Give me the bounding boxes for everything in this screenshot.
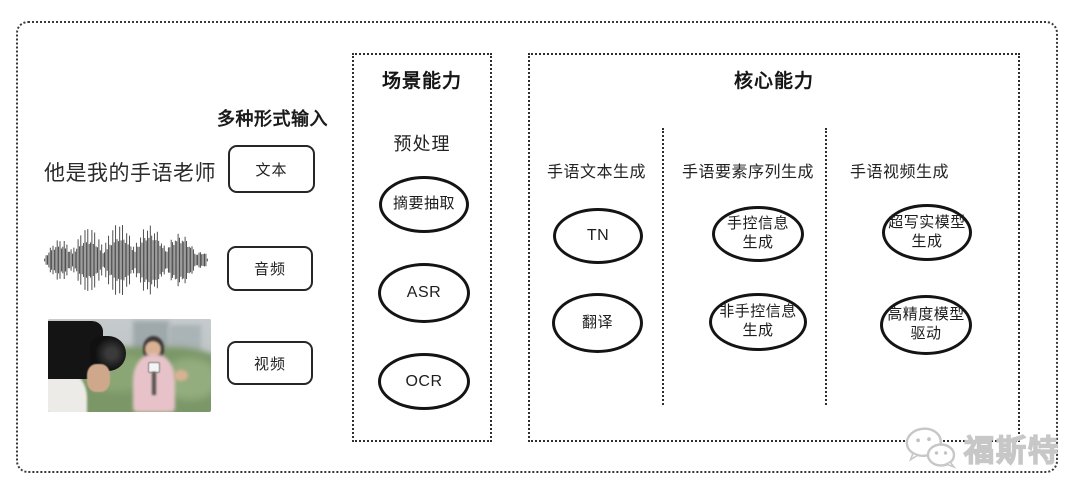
node-label: TN — [586, 227, 610, 244]
node-label: 超写实模型 生成 — [888, 213, 966, 250]
node-label: 摘要抽取 — [392, 195, 455, 213]
input-heading: 多种形式输入 — [217, 109, 328, 129]
preprocess-label: 预处理 — [393, 134, 451, 154]
node-ocr: OCR — [378, 353, 470, 410]
node-non-manual-info-generation: 非手控信息 生成 — [709, 293, 807, 351]
video-input-label: 视频 — [253, 355, 286, 373]
watermark-text: 福斯特 — [963, 434, 1060, 468]
microphone-handle — [151, 372, 157, 396]
node-label: 高精度模型 驱动 — [887, 306, 965, 342]
node-label: 翻译 — [581, 313, 613, 331]
reporter-face — [144, 341, 162, 358]
column-header-video-generation: 手语视频生成 — [850, 164, 950, 181]
outer-dotted-frame — [16, 21, 1058, 473]
cameraman-arm — [87, 363, 110, 392]
column-header-element-sequence: 手语要素序列生成 — [682, 164, 815, 181]
column-header-text-generation: 手语文本生成 — [547, 164, 647, 181]
audio-waveform-icon — [44, 225, 208, 295]
node-hyperrealistic-model-generation: 超写实模型 生成 — [882, 204, 972, 261]
video-input-box: 视频 — [227, 341, 313, 385]
core-capability-box — [528, 53, 1020, 442]
sample-sentence: 他是我的手语老师 — [44, 162, 216, 185]
watermark: 福斯特 — [902, 426, 1060, 470]
audio-input-label: 音频 — [253, 261, 286, 278]
reporter-hand — [173, 370, 189, 382]
node-tn: TN — [553, 208, 643, 264]
text-input-label: 文本 — [255, 161, 288, 179]
node-label: 非手控信息 生成 — [719, 303, 797, 339]
node-summary-extraction: 摘要抽取 — [379, 176, 469, 233]
node-label: ASR — [406, 284, 442, 301]
scene-box-title: 场景能力 — [381, 71, 462, 92]
core-box-title: 核心能力 — [733, 71, 814, 92]
node-label: OCR — [405, 372, 443, 390]
node-translation: 翻译 — [552, 293, 643, 353]
node-manual-info-generation: 手控信息 生成 — [712, 206, 804, 262]
scene-capability-box — [352, 53, 492, 442]
node-high-precision-model-driving: 高精度模型 驱动 — [880, 295, 972, 355]
node-asr: ASR — [378, 263, 470, 323]
column-divider — [662, 128, 664, 405]
video-thumbnail — [48, 319, 211, 412]
audio-input-box: 音频 — [227, 246, 313, 291]
wechat-icon — [905, 427, 957, 469]
text-input-box: 文本 — [228, 145, 315, 193]
node-label: 手控信息 生成 — [726, 215, 789, 251]
column-divider — [825, 128, 827, 405]
